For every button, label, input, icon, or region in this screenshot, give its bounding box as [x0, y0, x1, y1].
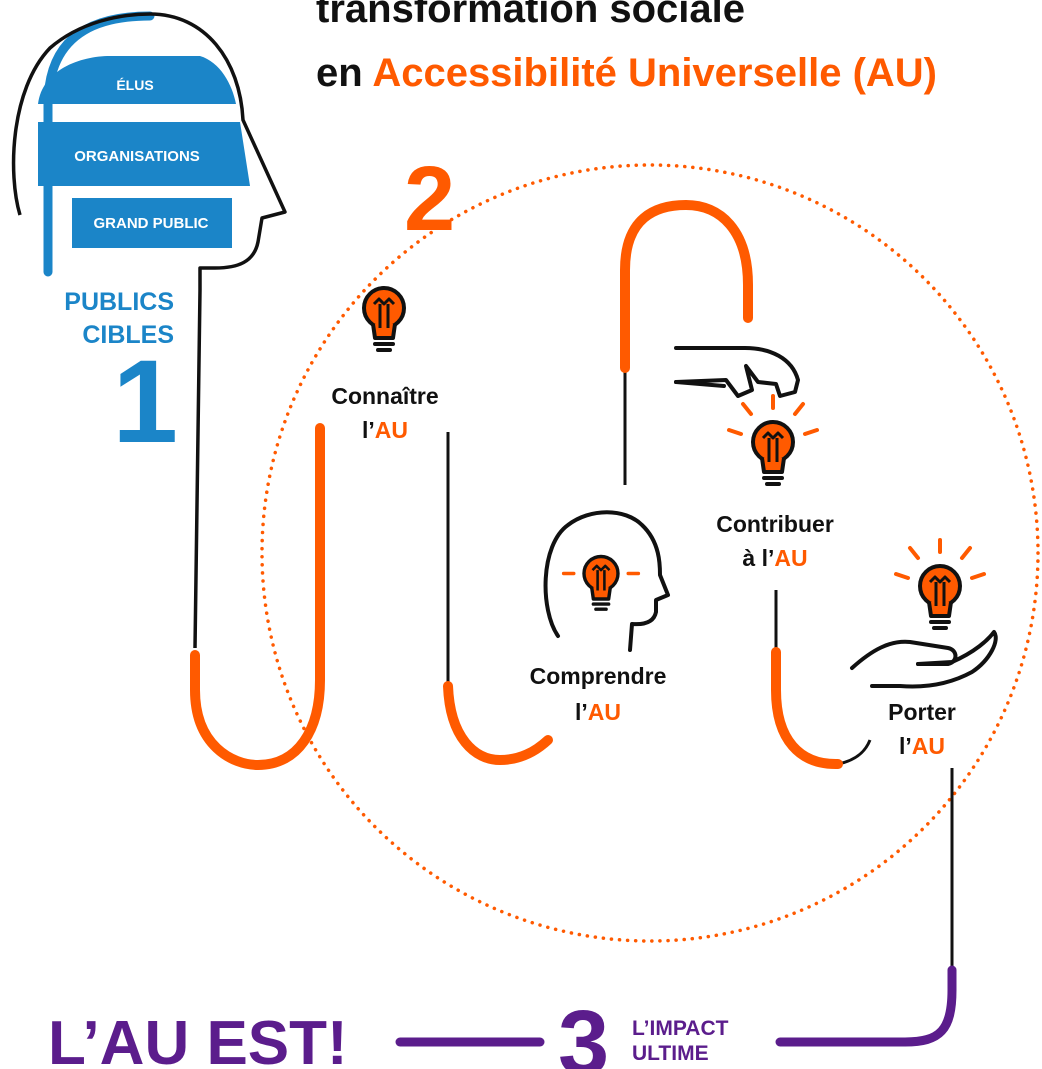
- impact-label-line1: L’IMPACT: [632, 1017, 729, 1040]
- stage-comprendre-verb: Comprendre: [530, 663, 667, 689]
- level-grand-public-label: GRAND PUBLIC: [94, 215, 209, 232]
- stage-connaitre-prefix: l’: [362, 417, 375, 443]
- title-line1: transformation sociale: [316, 0, 745, 31]
- stage-comprendre-prefix: l’: [575, 699, 588, 725]
- title-line2: en Accessibilité Universelle (AU): [316, 51, 937, 95]
- stage-comprendre-object: l’AU: [575, 699, 621, 725]
- level-elus-label: ÉLUS: [116, 77, 153, 93]
- stage-contribuer-prefix: à l’: [742, 545, 774, 571]
- publics-label-line1: PUBLICS: [64, 288, 174, 316]
- lightbulb-icon: [894, 538, 986, 630]
- stage-contribuer-verb: Contribuer: [716, 511, 834, 537]
- path-orange-segments: [190, 199, 843, 771]
- stage-porter-verb: Porter: [888, 699, 956, 725]
- title-line2-highlight: Accessibilité Universelle (AU): [372, 51, 937, 95]
- impact-result: L’AU EST!: [48, 1009, 348, 1069]
- dotted-circle: [260, 163, 1040, 943]
- lightbulb-icon: [727, 394, 819, 486]
- level-organisations-band: [38, 122, 250, 186]
- impact-path-right: [775, 965, 957, 1047]
- step-number-1: 1: [112, 336, 178, 468]
- stage-contribuer-object: à l’AU: [742, 545, 807, 571]
- level-organisations-label: ORGANISATIONS: [74, 148, 200, 165]
- stage-porter-highlight: AU: [912, 733, 945, 759]
- stage-contribuer-highlight: AU: [774, 545, 807, 571]
- lightbulb-icon: [362, 286, 406, 352]
- head-thinking-icon: [543, 510, 670, 652]
- publics-label-line2: CIBLES: [82, 321, 174, 349]
- level-grand-public-band: [72, 198, 232, 248]
- impact-label-line2: ULTIME: [632, 1042, 709, 1065]
- stage-connaitre-highlight: AU: [375, 417, 408, 443]
- stage-connaitre-verb: Connaître: [331, 383, 438, 409]
- stage-connaitre-object: l’AU: [362, 417, 408, 443]
- hand-giving-icon: [674, 346, 800, 398]
- stage-porter-prefix: l’: [899, 733, 912, 759]
- hand-open-icon: [850, 630, 998, 689]
- stage-comprendre-highlight: AU: [588, 699, 621, 725]
- title-line2-prefix: en: [316, 51, 372, 95]
- step-number-3: 3: [558, 992, 609, 1069]
- level-elus-band: [38, 56, 236, 104]
- step-number-2: 2: [404, 148, 455, 250]
- path-connectors: [446, 368, 954, 970]
- lightbulb-icon: [561, 554, 641, 611]
- stage-porter-object: l’AU: [899, 733, 945, 759]
